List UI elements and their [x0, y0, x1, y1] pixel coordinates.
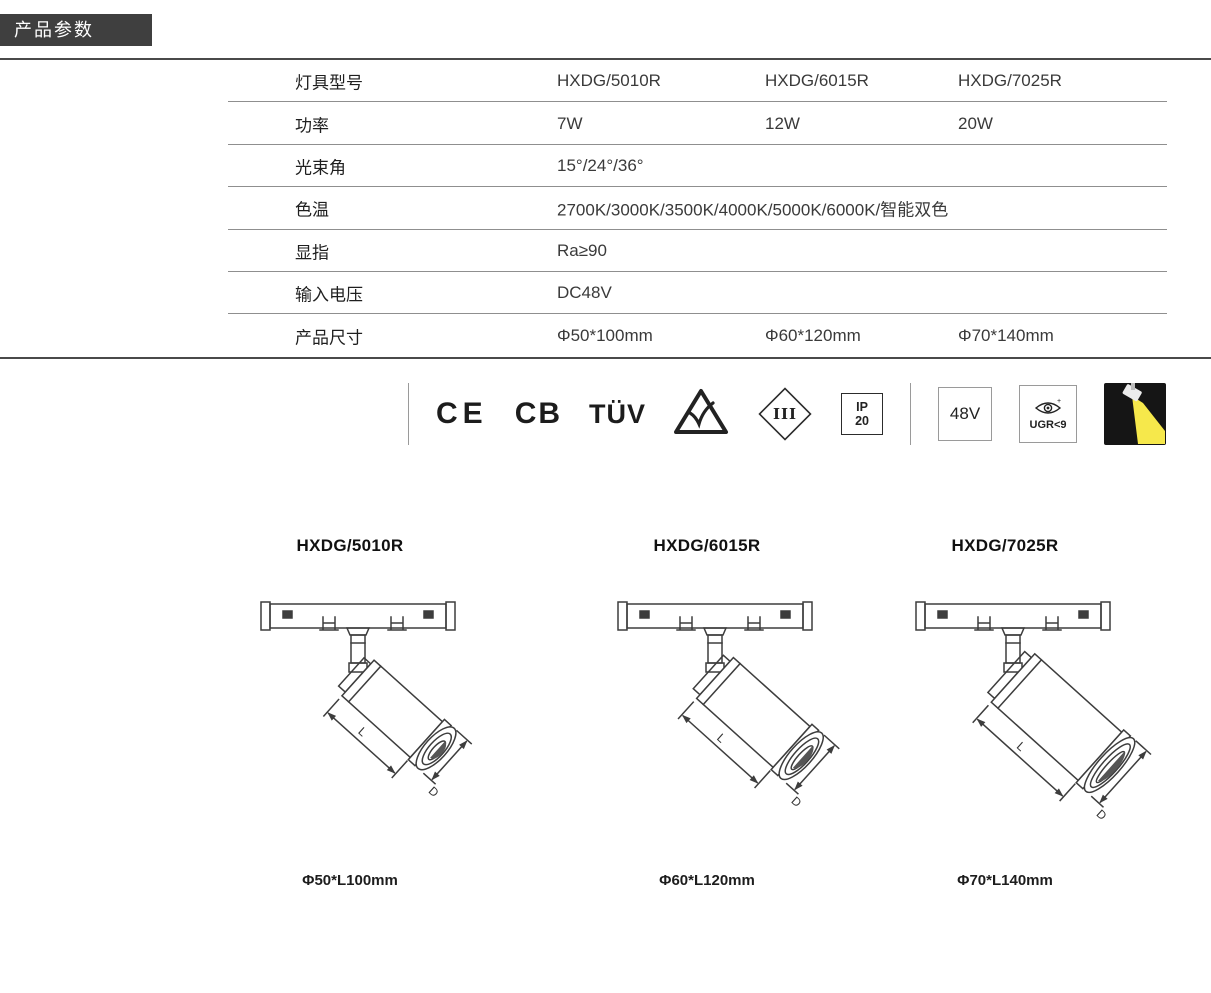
svg-text:D: D [1094, 807, 1110, 823]
product-size-label: Φ70*L140mm [957, 872, 1053, 889]
product-model-label: HXDG/7025R [951, 536, 1059, 555]
spec-row-dimensions: 产品尺寸 Φ50*100mm Φ60*120mm Φ70*140mm [0, 314, 1211, 356]
row-value-1: DC48V [557, 283, 612, 303]
row-label: 显指 [295, 243, 329, 263]
product-model-label: HXDG/6015R [653, 536, 761, 555]
product-size-label: Φ50*L100mm [302, 872, 398, 889]
divider [408, 383, 409, 445]
spotlight-icon [1104, 383, 1167, 445]
spec-row-input-voltage: 输入电压 DC48V [0, 272, 1211, 315]
ce-mark-icon: CE [436, 397, 488, 430]
row-label: 产品尺寸 [295, 328, 363, 348]
row-value-3: 20W [958, 113, 993, 133]
svg-text:D: D [789, 794, 805, 810]
class-iii-label: III [773, 405, 798, 423]
spec-row-beam-angle: 光束角 15°/24°/36° [0, 145, 1211, 188]
row-value-2: HXDG/6015R [765, 71, 869, 91]
spec-row-model: 灯具型号 HXDG/5010R HXDG/6015R HXDG/7025R [0, 60, 1211, 103]
row-label: 色温 [295, 200, 329, 220]
row-value-3: Φ70*140mm [958, 325, 1054, 345]
svg-text:+: + [1057, 398, 1061, 405]
row-value-1: Ra≥90 [557, 240, 607, 260]
row-value-3: HXDG/7025R [958, 71, 1062, 91]
product-model-label: HXDG/5010R [296, 536, 404, 555]
ugr-label: UGR<9 [1029, 418, 1067, 431]
svg-text:L: L [355, 724, 370, 739]
divider [910, 383, 912, 445]
svg-text:L: L [714, 731, 729, 746]
cb-mark-icon: CB [514, 397, 563, 430]
row-value-1: Φ50*100mm [557, 325, 653, 345]
row-value-1: 15°/24°/36° [557, 155, 644, 175]
ip-value: 20 [855, 414, 869, 428]
spec-row-power: 功率 7W 12W 20W [0, 102, 1211, 146]
ip20-rating-icon: IP 20 [841, 393, 884, 435]
row-value-1: 2700K/3000K/3500K/4000K/5000K/6000K/智能双色 [557, 200, 949, 220]
svg-text:D: D [426, 784, 442, 800]
row-label: 光束角 [295, 158, 346, 178]
eye-icon: + [1034, 398, 1062, 414]
spec-row-cct: 色温 2700K/3000K/3500K/4000K/5000K/6000K/智… [0, 187, 1211, 230]
row-value-2: 12W [765, 113, 800, 133]
spec-table: 灯具型号 HXDG/5010R HXDG/6015R HXDG/7025R 功率… [0, 58, 1211, 359]
row-label: 输入电压 [295, 285, 363, 305]
row-value-1: 7W [557, 113, 583, 133]
tuv-mark-icon: TÜV [589, 398, 647, 429]
section-title-badge: 产品参数 [0, 14, 152, 46]
certification-strip: CE CB TÜV III IP 20 48V + [408, 380, 1167, 448]
row-value-2: Φ60*120mm [765, 325, 861, 345]
row-label: 灯具型号 [295, 73, 363, 93]
row-label: 功率 [295, 116, 329, 136]
svg-text:L: L [1014, 739, 1029, 754]
class-iii-icon: III [756, 385, 814, 443]
rcm-mark-icon [673, 387, 729, 442]
ip-label: IP [856, 399, 868, 414]
spec-row-cri: 显指 Ra≥90 [0, 230, 1211, 273]
row-value-1: HXDG/5010R [557, 71, 661, 91]
product-size-label: Φ60*L120mm [659, 872, 755, 889]
ugr-rating-icon: + UGR<9 [1019, 385, 1078, 443]
voltage-48v-icon: 48V [938, 387, 993, 441]
